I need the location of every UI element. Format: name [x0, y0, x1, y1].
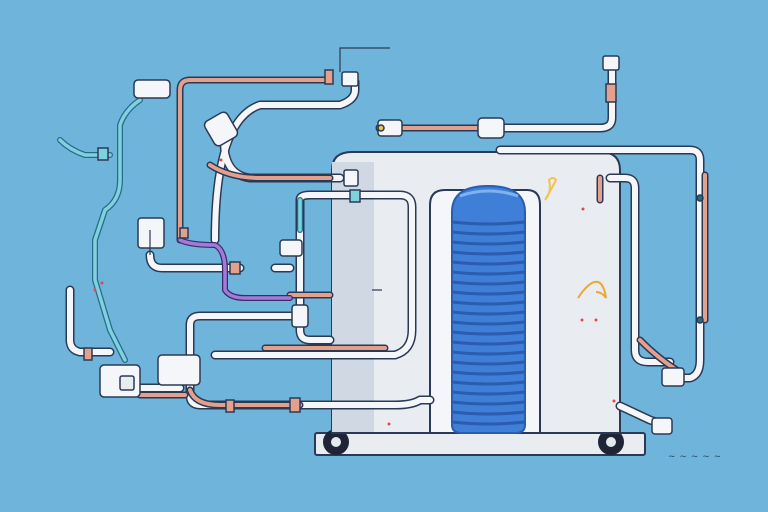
- coil-ring: [451, 230, 526, 236]
- coil-ring: [451, 350, 526, 356]
- coil-ring: [451, 400, 526, 406]
- coil-ring: [451, 280, 526, 286]
- coil-ring: [451, 260, 526, 266]
- tank-squiggle-yellow: [544, 177, 558, 201]
- artist-signature: ~ ~ ~ ~ ~: [668, 452, 722, 462]
- coil-ring: [451, 370, 526, 376]
- annotation-lines: [149, 47, 390, 291]
- cyan-pipes: [57, 97, 303, 363]
- coil-ring: [451, 410, 526, 416]
- coil-ring: [451, 240, 526, 246]
- heating-coil: [451, 184, 526, 434]
- coil-ring: [451, 270, 526, 276]
- coil-ring: [451, 330, 526, 336]
- coil-ring: [451, 310, 526, 316]
- tank-base: [314, 432, 646, 456]
- coil-ring: [451, 340, 526, 346]
- coil-ring: [451, 390, 526, 396]
- tank-squiggle-gold: [577, 280, 607, 299]
- wheel-right: [598, 429, 624, 455]
- coil-ring: [451, 360, 526, 366]
- tank-unit: [314, 151, 646, 456]
- coil-ring: [451, 250, 526, 256]
- coil-ring: [451, 380, 526, 386]
- wheel-left: [323, 429, 349, 455]
- coil-ring: [451, 320, 526, 326]
- coil-ring: [451, 290, 526, 296]
- purple-pipes: [177, 237, 293, 301]
- coil-ring: [451, 420, 526, 426]
- fittings: [83, 55, 704, 435]
- coil-ring: [451, 220, 526, 226]
- tank-shadow: [332, 162, 374, 432]
- copper-pipes: [136, 76, 709, 409]
- coil-ring: [451, 300, 526, 306]
- red-accents: [93, 158, 391, 426]
